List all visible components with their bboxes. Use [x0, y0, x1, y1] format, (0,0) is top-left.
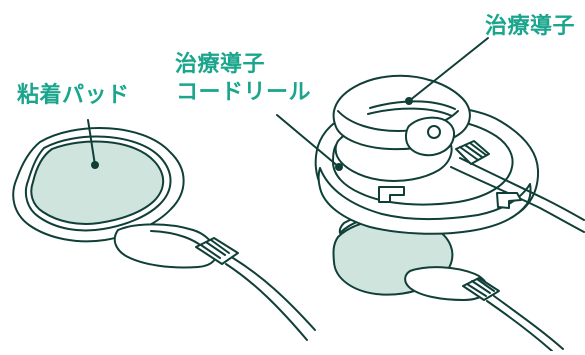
adhesive-pad-leader-line	[87, 119, 96, 166]
reel-leader-line	[276, 114, 340, 168]
adhesive-pad-surface	[30, 140, 165, 225]
cord-reel-label: コードリール	[176, 80, 312, 105]
treatment-electrode-slot	[369, 100, 456, 110]
reel-clip-left	[378, 186, 405, 203]
treatment-electrode-label-right: 治療導子	[485, 14, 576, 39]
adhesive-pad-cable	[232, 257, 316, 331]
reel-cable	[459, 157, 585, 221]
treatment-electrode-label-left: 治療導子	[175, 52, 266, 77]
reel-cable-shadow	[450, 166, 585, 233]
reel-clip-right	[496, 192, 522, 209]
adhesive-pad-cable-shadow	[225, 263, 308, 341]
electrode-leader-line	[408, 37, 489, 102]
reel-knob-hole	[427, 125, 441, 139]
reel-strain-relief	[455, 140, 490, 165]
treatment-electrode-slot-2	[367, 107, 453, 117]
right-pad-cable-shadow	[486, 300, 553, 352]
reel-base-plate-lower	[317, 167, 532, 235]
adhesive-pad-strain-relief	[195, 237, 239, 265]
right-pad-strain-relief	[462, 277, 500, 301]
adhesive-pad-connector	[113, 223, 218, 269]
adhesive-pad-group	[12, 119, 316, 341]
cord-reel-group	[276, 37, 585, 352]
right-pad-cable	[493, 295, 564, 350]
adhesive-pad-label: 粘着パッド	[17, 83, 130, 108]
